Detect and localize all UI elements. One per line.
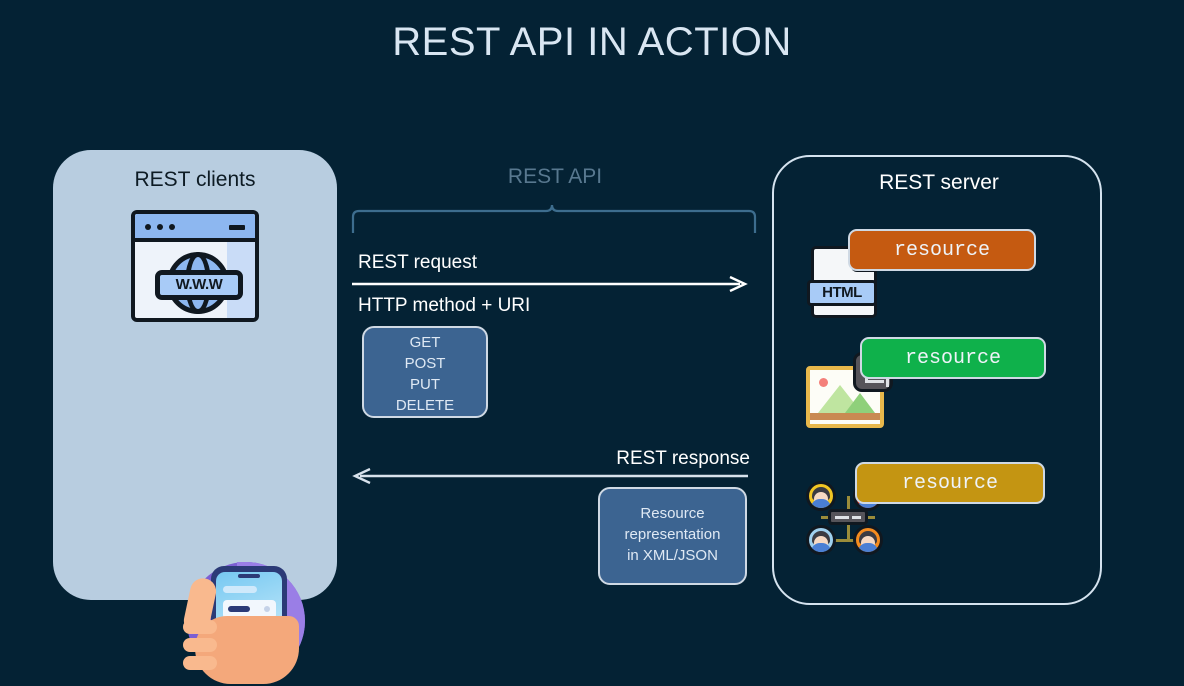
resource-bar-users: resource (855, 462, 1045, 504)
server-panel-title: REST server (879, 171, 999, 194)
request-arrow (352, 276, 748, 292)
http-method-post: POST (404, 355, 446, 372)
www-label: W.W.W (155, 270, 243, 300)
response-arrow (352, 468, 748, 484)
resource-representation-line-1: Resource (640, 505, 705, 522)
rest-api-brace (351, 204, 757, 233)
html-file-label: HTML (807, 280, 877, 306)
resource-representation-line-3: in XML/JSON (627, 547, 718, 564)
mobile-phone-in-hand-icon (181, 554, 313, 686)
resource-representation-line-2: representation (624, 526, 721, 543)
http-method-uri-label: HTTP method + URI (358, 295, 531, 316)
http-methods-box: GET POST PUT DELETE (362, 326, 488, 418)
resource-representation-box: Resource representation in XML/JSON (598, 487, 747, 585)
http-method-get: GET (409, 334, 441, 351)
http-method-put: PUT (410, 376, 440, 393)
resource-bar-image: resource (860, 337, 1046, 379)
diagram-canvas: REST API IN ACTION REST clients W.W.W (53, 20, 1102, 684)
rest-request-label: REST request (358, 252, 477, 273)
browser-www-icon: W.W.W (131, 210, 259, 322)
user-network-icon (806, 481, 890, 555)
server-panel: REST server (772, 155, 1102, 605)
client-panel: REST clients W.W.W (53, 150, 337, 684)
client-panel-title: REST clients (134, 168, 256, 191)
http-method-delete: DELETE (395, 397, 455, 414)
rest-response-label: REST response (616, 448, 750, 469)
resource-bar-html: resource (848, 229, 1036, 271)
page-title: REST API IN ACTION (392, 20, 792, 64)
rest-api-label: REST API (507, 165, 603, 188)
